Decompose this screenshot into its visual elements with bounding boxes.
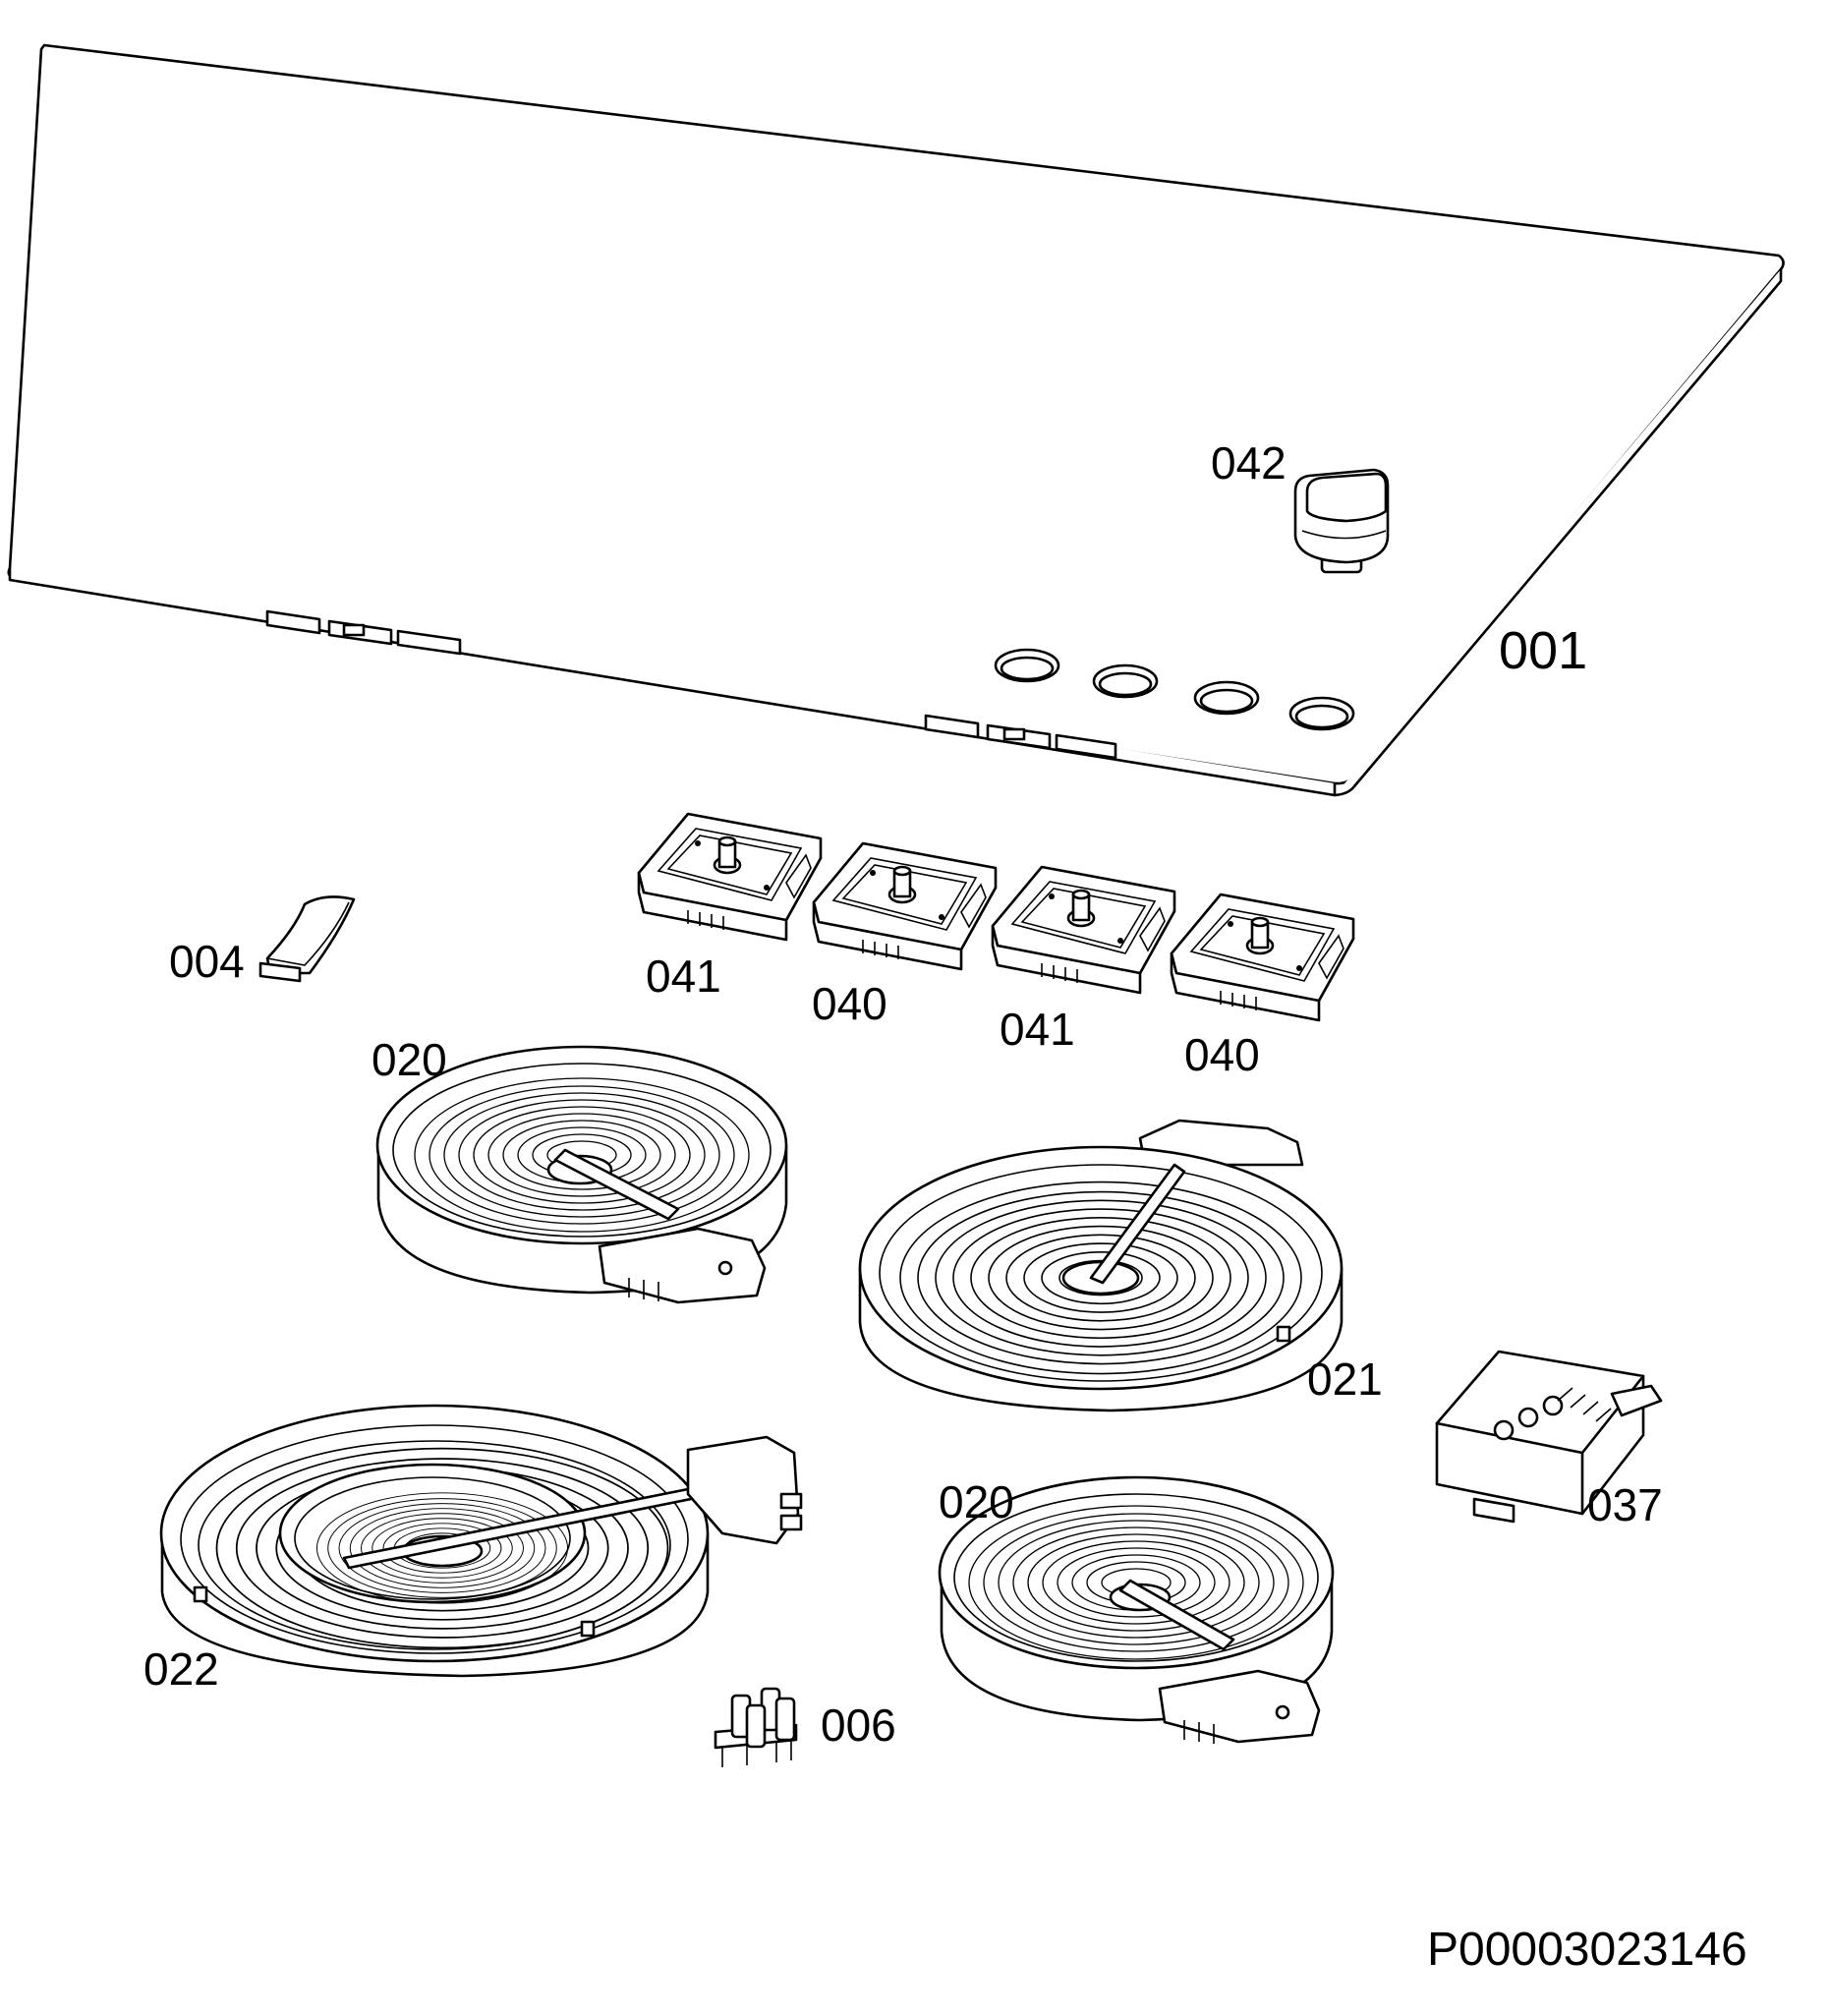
part-label-040-second: 040 — [1184, 1029, 1260, 1080]
energy-regulator-3 — [991, 865, 1176, 995]
part-label-037: 037 — [1587, 1479, 1663, 1530]
part-label-040-first: 040 — [812, 978, 887, 1029]
heating-element-dual — [159, 1404, 803, 1678]
glass-top-panel — [7, 43, 1785, 797]
small-connector — [714, 1687, 798, 1767]
heating-element-top-left — [375, 1045, 788, 1304]
terminal-block — [1435, 1350, 1663, 1524]
part-label-001: 001 — [1499, 621, 1588, 680]
part-label-020-top: 020 — [372, 1034, 447, 1085]
part-label-021: 021 — [1307, 1354, 1383, 1405]
part-label-041-first: 041 — [646, 950, 721, 1002]
part-label-006: 006 — [821, 1699, 896, 1751]
energy-regulator-4 — [1170, 893, 1355, 1022]
heating-element-bottom — [938, 1475, 1335, 1744]
part-label-022: 022 — [143, 1643, 219, 1695]
heating-element-large — [858, 1119, 1344, 1412]
part-label-042: 042 — [1211, 437, 1287, 489]
part-label-041-second: 041 — [1000, 1004, 1075, 1055]
energy-regulator-2 — [812, 841, 998, 971]
part-label-004: 004 — [169, 936, 245, 987]
clip-part — [258, 895, 356, 983]
diagram-id: P00003023146 — [1427, 1924, 1747, 1976]
energy-regulator-1 — [637, 812, 823, 942]
control-knob — [1293, 468, 1390, 574]
part-label-020-bottom: 020 — [939, 1476, 1014, 1527]
